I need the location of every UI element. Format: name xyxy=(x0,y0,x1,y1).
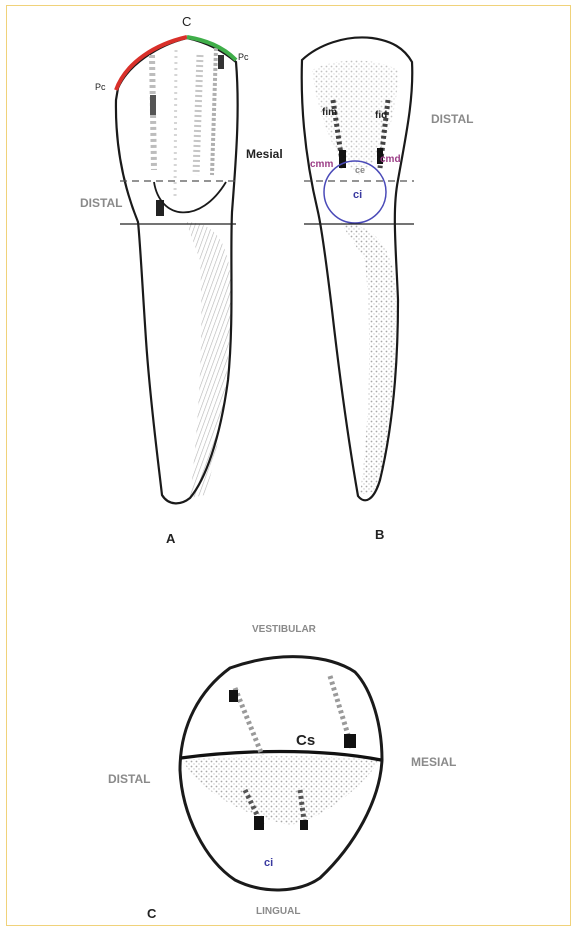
panel-c: VESTIBULAR Cs MESIAL DISTAL ci LINGUAL C xyxy=(108,624,456,921)
lingual-label: LINGUAL xyxy=(256,906,300,917)
cs-label: Cs xyxy=(296,732,315,749)
ci-label-c: ci xyxy=(264,857,273,869)
crown-a-dark-mark-2 xyxy=(218,55,224,69)
distal-label-c: DISTAL xyxy=(108,772,150,786)
pc-right-label: Pc xyxy=(238,52,249,62)
pulp-chamber-a xyxy=(154,182,226,212)
crown-a-shading-4 xyxy=(175,50,176,200)
vestibular-label: VESTIBULAR xyxy=(252,624,317,635)
panel-a: C Pc Pc Mesial DISTAL A xyxy=(80,14,283,546)
cmm-label: cmm xyxy=(310,159,333,170)
distal-label-a: DISTAL xyxy=(80,196,122,210)
cmd-label: cmd xyxy=(380,154,401,165)
cusp-label-c: C xyxy=(182,14,191,29)
caption-c: C xyxy=(147,906,157,921)
root-a-hatching xyxy=(186,222,231,498)
crown-a-shading-2 xyxy=(196,55,200,175)
ci-label-b: ci xyxy=(353,189,362,201)
crown-a-dark-mark-1 xyxy=(150,95,156,115)
mesial-label-a: Mesial xyxy=(246,147,283,161)
vestibular-dark-mark-2 xyxy=(344,734,356,748)
crown-a-shading-3 xyxy=(212,48,216,175)
fid-label: fid xyxy=(375,110,387,121)
vestibular-dark-mark-1 xyxy=(229,690,238,702)
distal-label-b: DISTAL xyxy=(431,112,473,126)
panel-b: fim fid DISTAL cmm cmd ce ci B xyxy=(302,37,474,542)
lingual-dark-mark-1 xyxy=(254,816,264,830)
caption-a: A xyxy=(166,531,176,546)
lingual-dark-mark-2 xyxy=(300,820,308,830)
lingual-region-shading xyxy=(182,756,380,825)
mesial-label-c: MESIAL xyxy=(411,755,456,769)
pc-left-label: Pc xyxy=(95,82,106,92)
ce-label: ce xyxy=(355,165,365,175)
root-b-stipple xyxy=(340,222,396,495)
caption-b: B xyxy=(375,527,384,542)
fim-label: fim xyxy=(322,107,337,118)
vestibular-ridge-left xyxy=(235,688,262,755)
